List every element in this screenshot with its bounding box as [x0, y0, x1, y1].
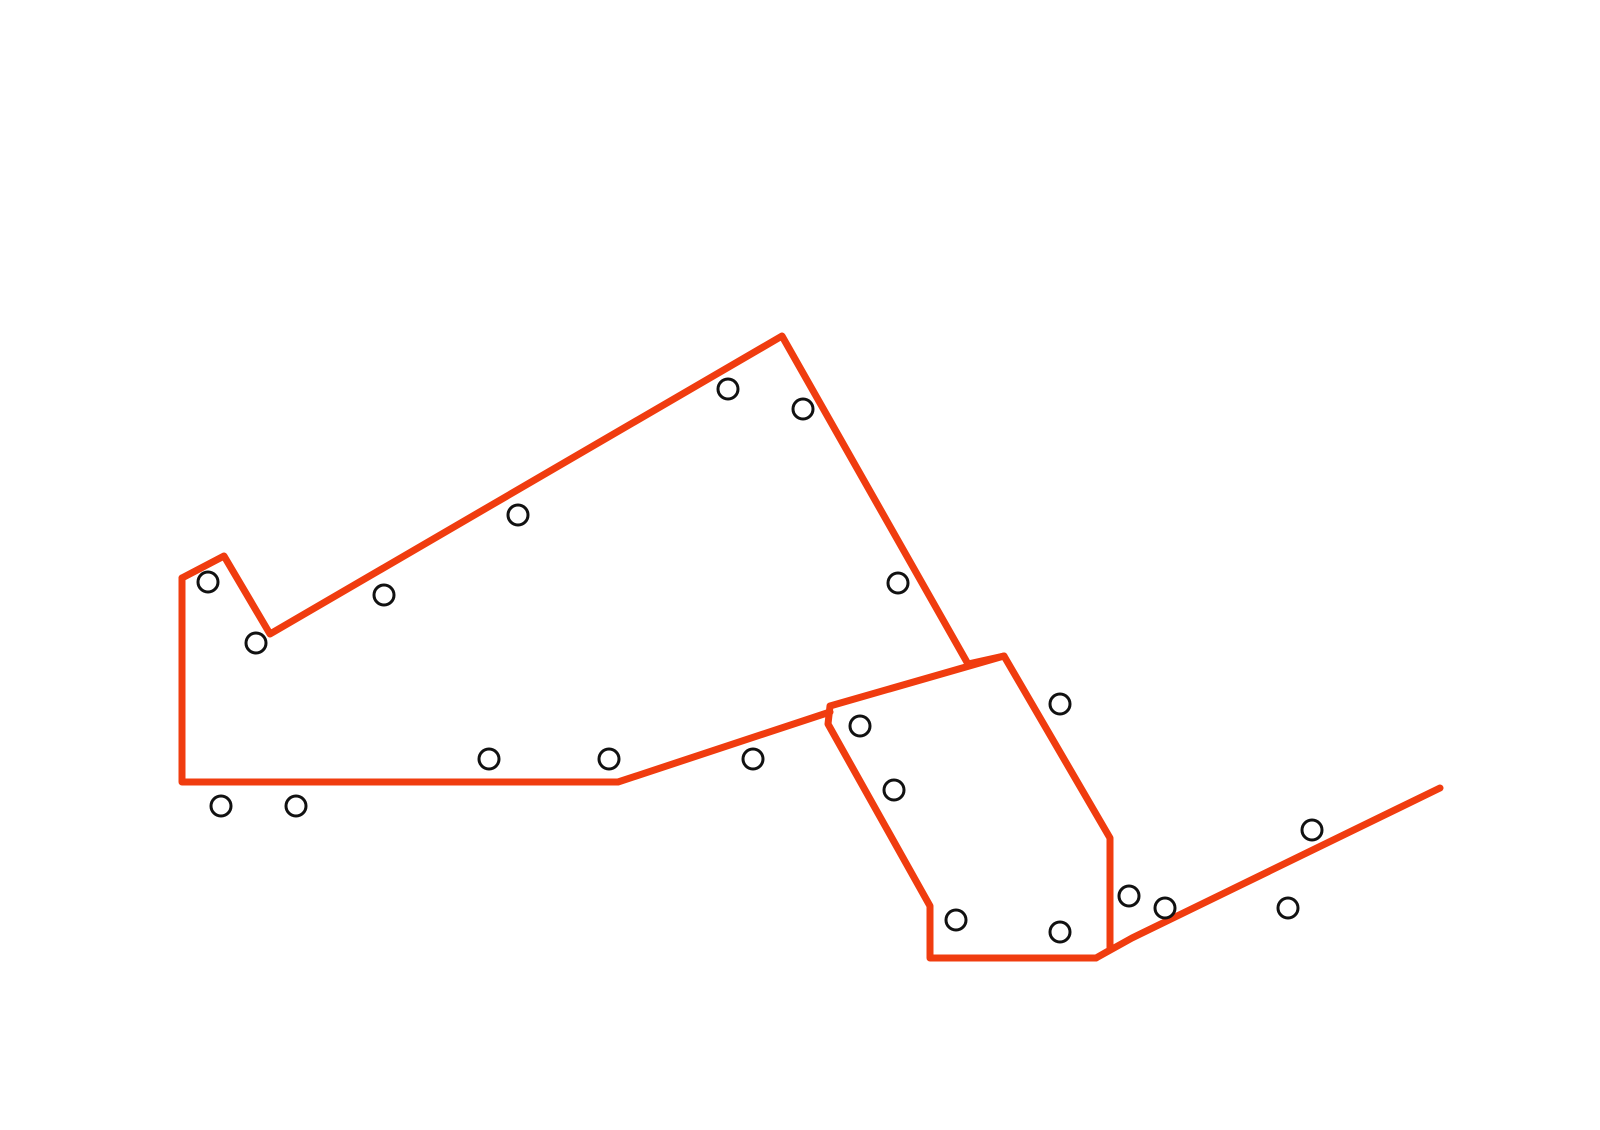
- marker-circle: [506, 503, 530, 527]
- marker-circle: [244, 631, 268, 655]
- bottom-edge-path: [178, 574, 834, 786]
- marker-circle: [209, 794, 233, 818]
- marker-circle: [284, 794, 308, 818]
- marker-circle: [597, 747, 621, 771]
- marker-circle: [1300, 818, 1324, 842]
- red-path-group: [178, 332, 1444, 962]
- marker-circle: [1153, 896, 1177, 920]
- marker-circle: [882, 778, 906, 802]
- marker-circle: [886, 571, 910, 595]
- marker-circle: [848, 714, 872, 738]
- marker-circle: [477, 747, 501, 771]
- marker-circle: [196, 570, 220, 594]
- marker-circle: [716, 377, 740, 401]
- marker-circle: [1276, 896, 1300, 920]
- marker-circle: [372, 583, 396, 607]
- marker-group: [196, 377, 1324, 944]
- marker-circle: [741, 747, 765, 771]
- marker-circle: [944, 908, 968, 932]
- marker-circle: [791, 397, 815, 421]
- marker-circle: [1048, 692, 1072, 716]
- marker-circle: [1117, 884, 1141, 908]
- lower-polygon-path: [824, 652, 1100, 962]
- marker-circle: [1048, 920, 1072, 944]
